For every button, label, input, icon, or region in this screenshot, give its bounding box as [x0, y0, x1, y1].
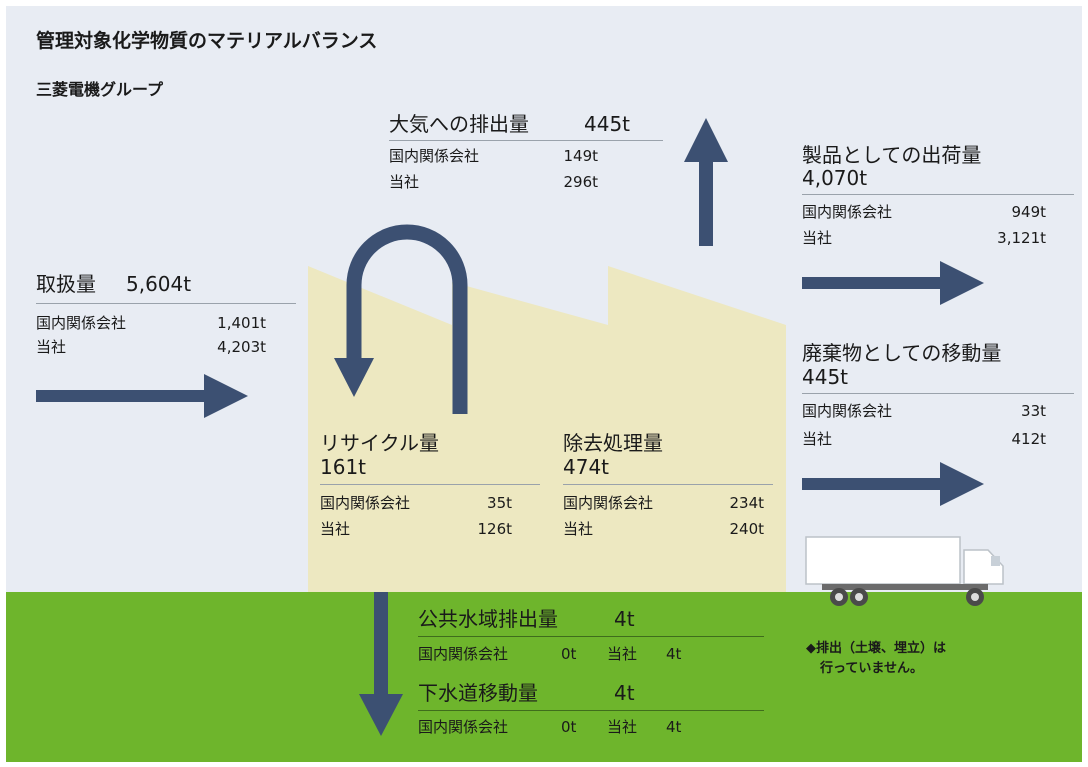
intake-row1-label: 国内関係会社	[36, 314, 127, 332]
waste-row2-value: 412t	[1011, 430, 1046, 448]
intake-row2-label: 当社	[36, 338, 67, 356]
recycle-row2-value: 126t	[477, 520, 512, 538]
waste-total: 445t	[802, 365, 849, 389]
sewer-row-label2: 当社	[607, 718, 638, 736]
sewer-total: 4t	[614, 681, 635, 705]
air-label: 大気への排出量	[389, 112, 529, 136]
product-row1-label: 国内関係会社	[802, 203, 893, 221]
waste-row1-value: 33t	[1021, 402, 1046, 420]
recycle-divider	[320, 484, 540, 485]
product-arrow	[802, 261, 984, 305]
air-row1-value: 149t	[563, 147, 598, 165]
recycle-row1-value: 35t	[487, 494, 512, 512]
intake-row1-value: 1,401t	[217, 314, 266, 332]
waste-row2-label: 当社	[802, 430, 833, 448]
product-row2-value: 3,121t	[997, 229, 1046, 247]
air-total: 445t	[584, 112, 631, 136]
water-label: 公共水域排出量	[418, 607, 558, 631]
air-emission-arrow	[684, 118, 728, 246]
recycle-arrow	[334, 224, 468, 414]
water-sewer-arrow	[359, 592, 403, 736]
waste-arrow	[802, 462, 984, 506]
product-label: 製品としての出荷量	[802, 143, 982, 167]
waste-row1-label: 国内関係会社	[802, 402, 893, 420]
recycle-label: リサイクル量	[320, 431, 439, 455]
recycle-row1-label: 国内関係会社	[320, 494, 411, 512]
removal-row2-value: 240t	[729, 520, 764, 538]
air-row2-value: 296t	[563, 173, 598, 191]
water-total: 4t	[614, 607, 635, 631]
page-subtitle: 三菱電機グループ	[36, 80, 164, 99]
product-divider	[802, 194, 1074, 195]
water-row-value2: 4t	[666, 645, 682, 663]
intake-divider	[36, 303, 296, 304]
page-title: 管理対象化学物質のマテリアルバランス	[36, 30, 378, 52]
intake-total: 5,604t	[126, 272, 192, 296]
sewer-label: 下水道移動量	[418, 681, 538, 705]
product-row2-label: 当社	[802, 229, 833, 247]
waste-divider	[802, 393, 1074, 394]
sewer-row-label1: 国内関係会社	[418, 718, 509, 736]
truck-icon	[805, 536, 1004, 606]
intake-label: 取扱量	[36, 272, 96, 296]
water-row-label1: 国内関係会社	[418, 645, 509, 663]
removal-label: 除去処理量	[563, 431, 663, 455]
intake-arrow	[36, 374, 248, 418]
air-row2-label: 当社	[389, 173, 420, 191]
product-total: 4,070t	[802, 166, 868, 190]
water-row-label2: 当社	[607, 645, 638, 663]
recycle-row2-label: 当社	[320, 520, 351, 538]
product-row1-value: 949t	[1011, 203, 1046, 221]
removal-row1-label: 国内関係会社	[563, 494, 654, 512]
removal-total: 474t	[563, 455, 610, 479]
note-line1: ◆排出（土壌、埋立）は	[806, 641, 946, 656]
intake-row2-value: 4,203t	[217, 338, 266, 356]
note-line2: 行っていません。	[820, 661, 923, 676]
sewer-divider	[418, 710, 764, 711]
air-divider	[389, 140, 663, 141]
waste-label: 廃棄物としての移動量	[802, 341, 1002, 365]
removal-row2-label: 当社	[563, 520, 594, 538]
recycle-total: 161t	[320, 455, 367, 479]
removal-divider	[563, 484, 773, 485]
water-row-value1: 0t	[561, 645, 577, 663]
factory-building	[308, 266, 786, 592]
sewer-row-value2: 4t	[666, 718, 682, 736]
sewer-row-value1: 0t	[561, 718, 577, 736]
air-row1-label: 国内関係会社	[389, 147, 480, 165]
ground-area	[6, 592, 1082, 762]
removal-row1-value: 234t	[729, 494, 764, 512]
water-divider	[418, 636, 764, 637]
